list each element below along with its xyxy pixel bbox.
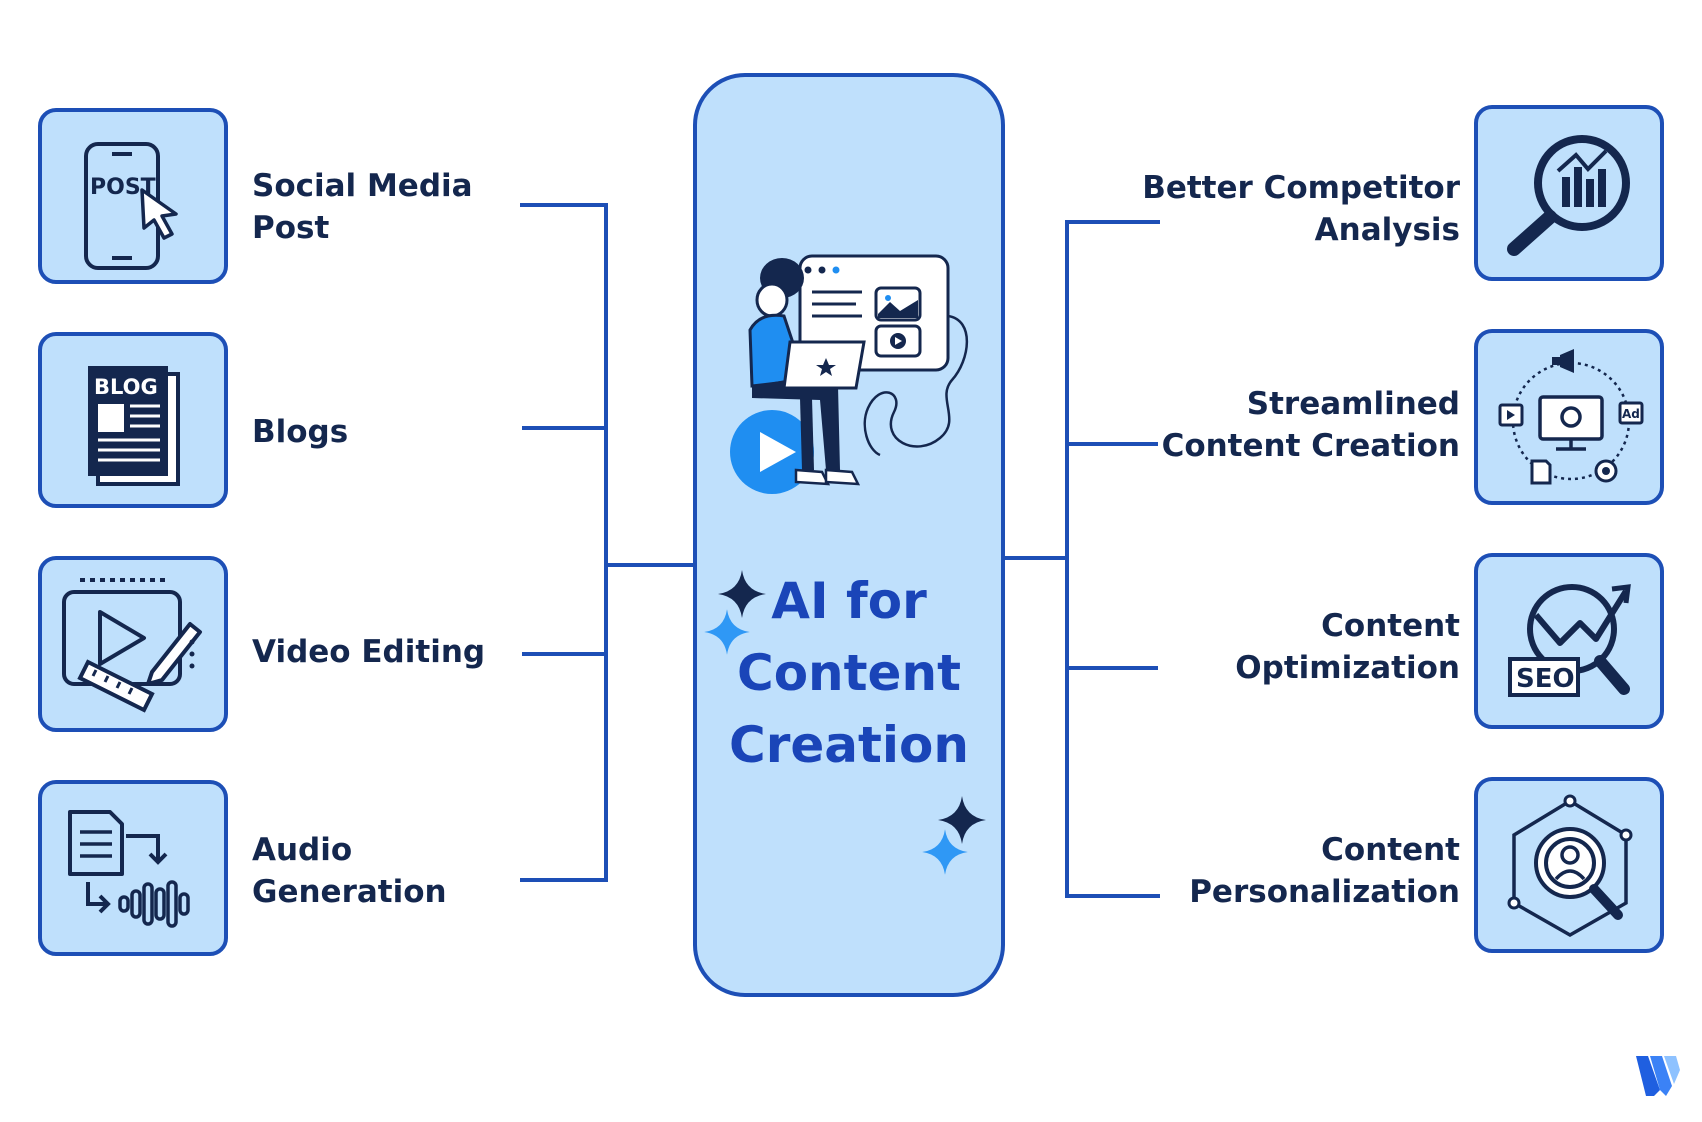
right-item-label: Content [1321, 608, 1460, 644]
icon-text: SEO [1516, 664, 1575, 694]
left-item-label: Video Editing [252, 634, 485, 670]
left-item-label: Social Media [252, 168, 473, 204]
right-item-label: Better Competitor [1142, 170, 1461, 206]
right-item-label: Content Creation [1162, 428, 1460, 464]
center-title-line: Creation [729, 716, 969, 774]
right-item-label: Analysis [1315, 212, 1460, 248]
connector-lines [520, 203, 1160, 898]
audio-waveform-icon [68, 810, 190, 928]
seo-growth-icon: SEO [1508, 584, 1631, 697]
left-item: BLOG Blogs [38, 332, 348, 508]
phone-post-icon: POST [84, 142, 178, 270]
center-panel-box [693, 73, 1005, 997]
left-item-label: Generation [252, 874, 447, 910]
workflow-monitor-icon: Ad [1498, 349, 1644, 485]
icon-text: Ad [1622, 407, 1640, 421]
right-item-label: Streamlined [1247, 386, 1460, 422]
left-item-label: Post [252, 210, 329, 246]
icon-text: BLOG [94, 375, 158, 399]
left-item-label: Audio [252, 832, 352, 868]
right-item-icon-box [1474, 553, 1664, 729]
right-item-label: Personalization [1189, 874, 1460, 910]
personalization-target-icon [1507, 794, 1633, 938]
video-edit-icon [62, 578, 202, 713]
left-item-icon-box [38, 780, 228, 956]
magnifier-chart-icon [1507, 135, 1630, 256]
blog-newspaper-icon: BLOG [88, 366, 180, 486]
left-item-label: Blogs [252, 414, 348, 450]
right-bracket-line [1065, 220, 1160, 898]
brand-logo-icon [1636, 1056, 1680, 1096]
right-item-label: Optimization [1235, 650, 1460, 686]
left-bracket-line [520, 203, 608, 882]
right-item-label: Content [1321, 832, 1460, 868]
center-title-line: Content [737, 644, 961, 702]
center-title-line: AI for [771, 572, 927, 630]
left-item: Video Editing [38, 556, 485, 732]
person-laptop-video-illustration-icon [730, 254, 969, 494]
